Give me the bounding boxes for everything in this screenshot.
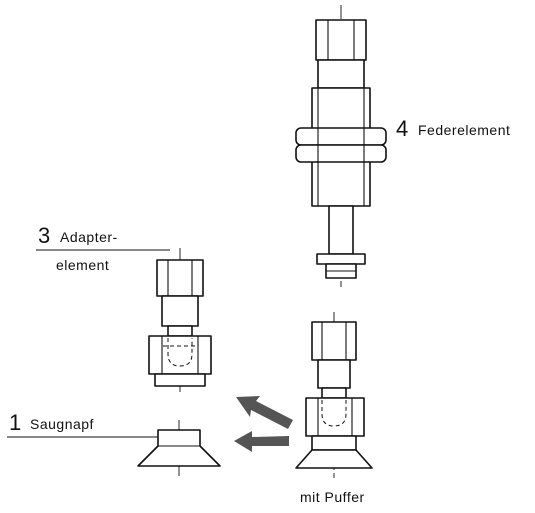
label-number-part4: 4 xyxy=(396,116,408,141)
suction-cup-with-buffer xyxy=(295,312,373,478)
spring-element xyxy=(295,5,387,287)
adapter-element xyxy=(148,248,212,392)
label-text-part4: Federelement xyxy=(418,122,510,138)
label-text-part1: Saugnapf xyxy=(30,416,94,432)
label-text-part3-line1: Adapter- xyxy=(60,229,118,245)
assembly-arrow-upper xyxy=(236,396,293,429)
label-number-part1: 1 xyxy=(9,410,21,435)
caption-with-buffer: mit Puffer xyxy=(300,489,365,505)
label-text-part3-line2: element xyxy=(56,257,109,273)
assembly-arrow-lower xyxy=(234,431,289,452)
suction-cup xyxy=(137,420,221,476)
label-number-part3: 3 xyxy=(38,223,50,248)
